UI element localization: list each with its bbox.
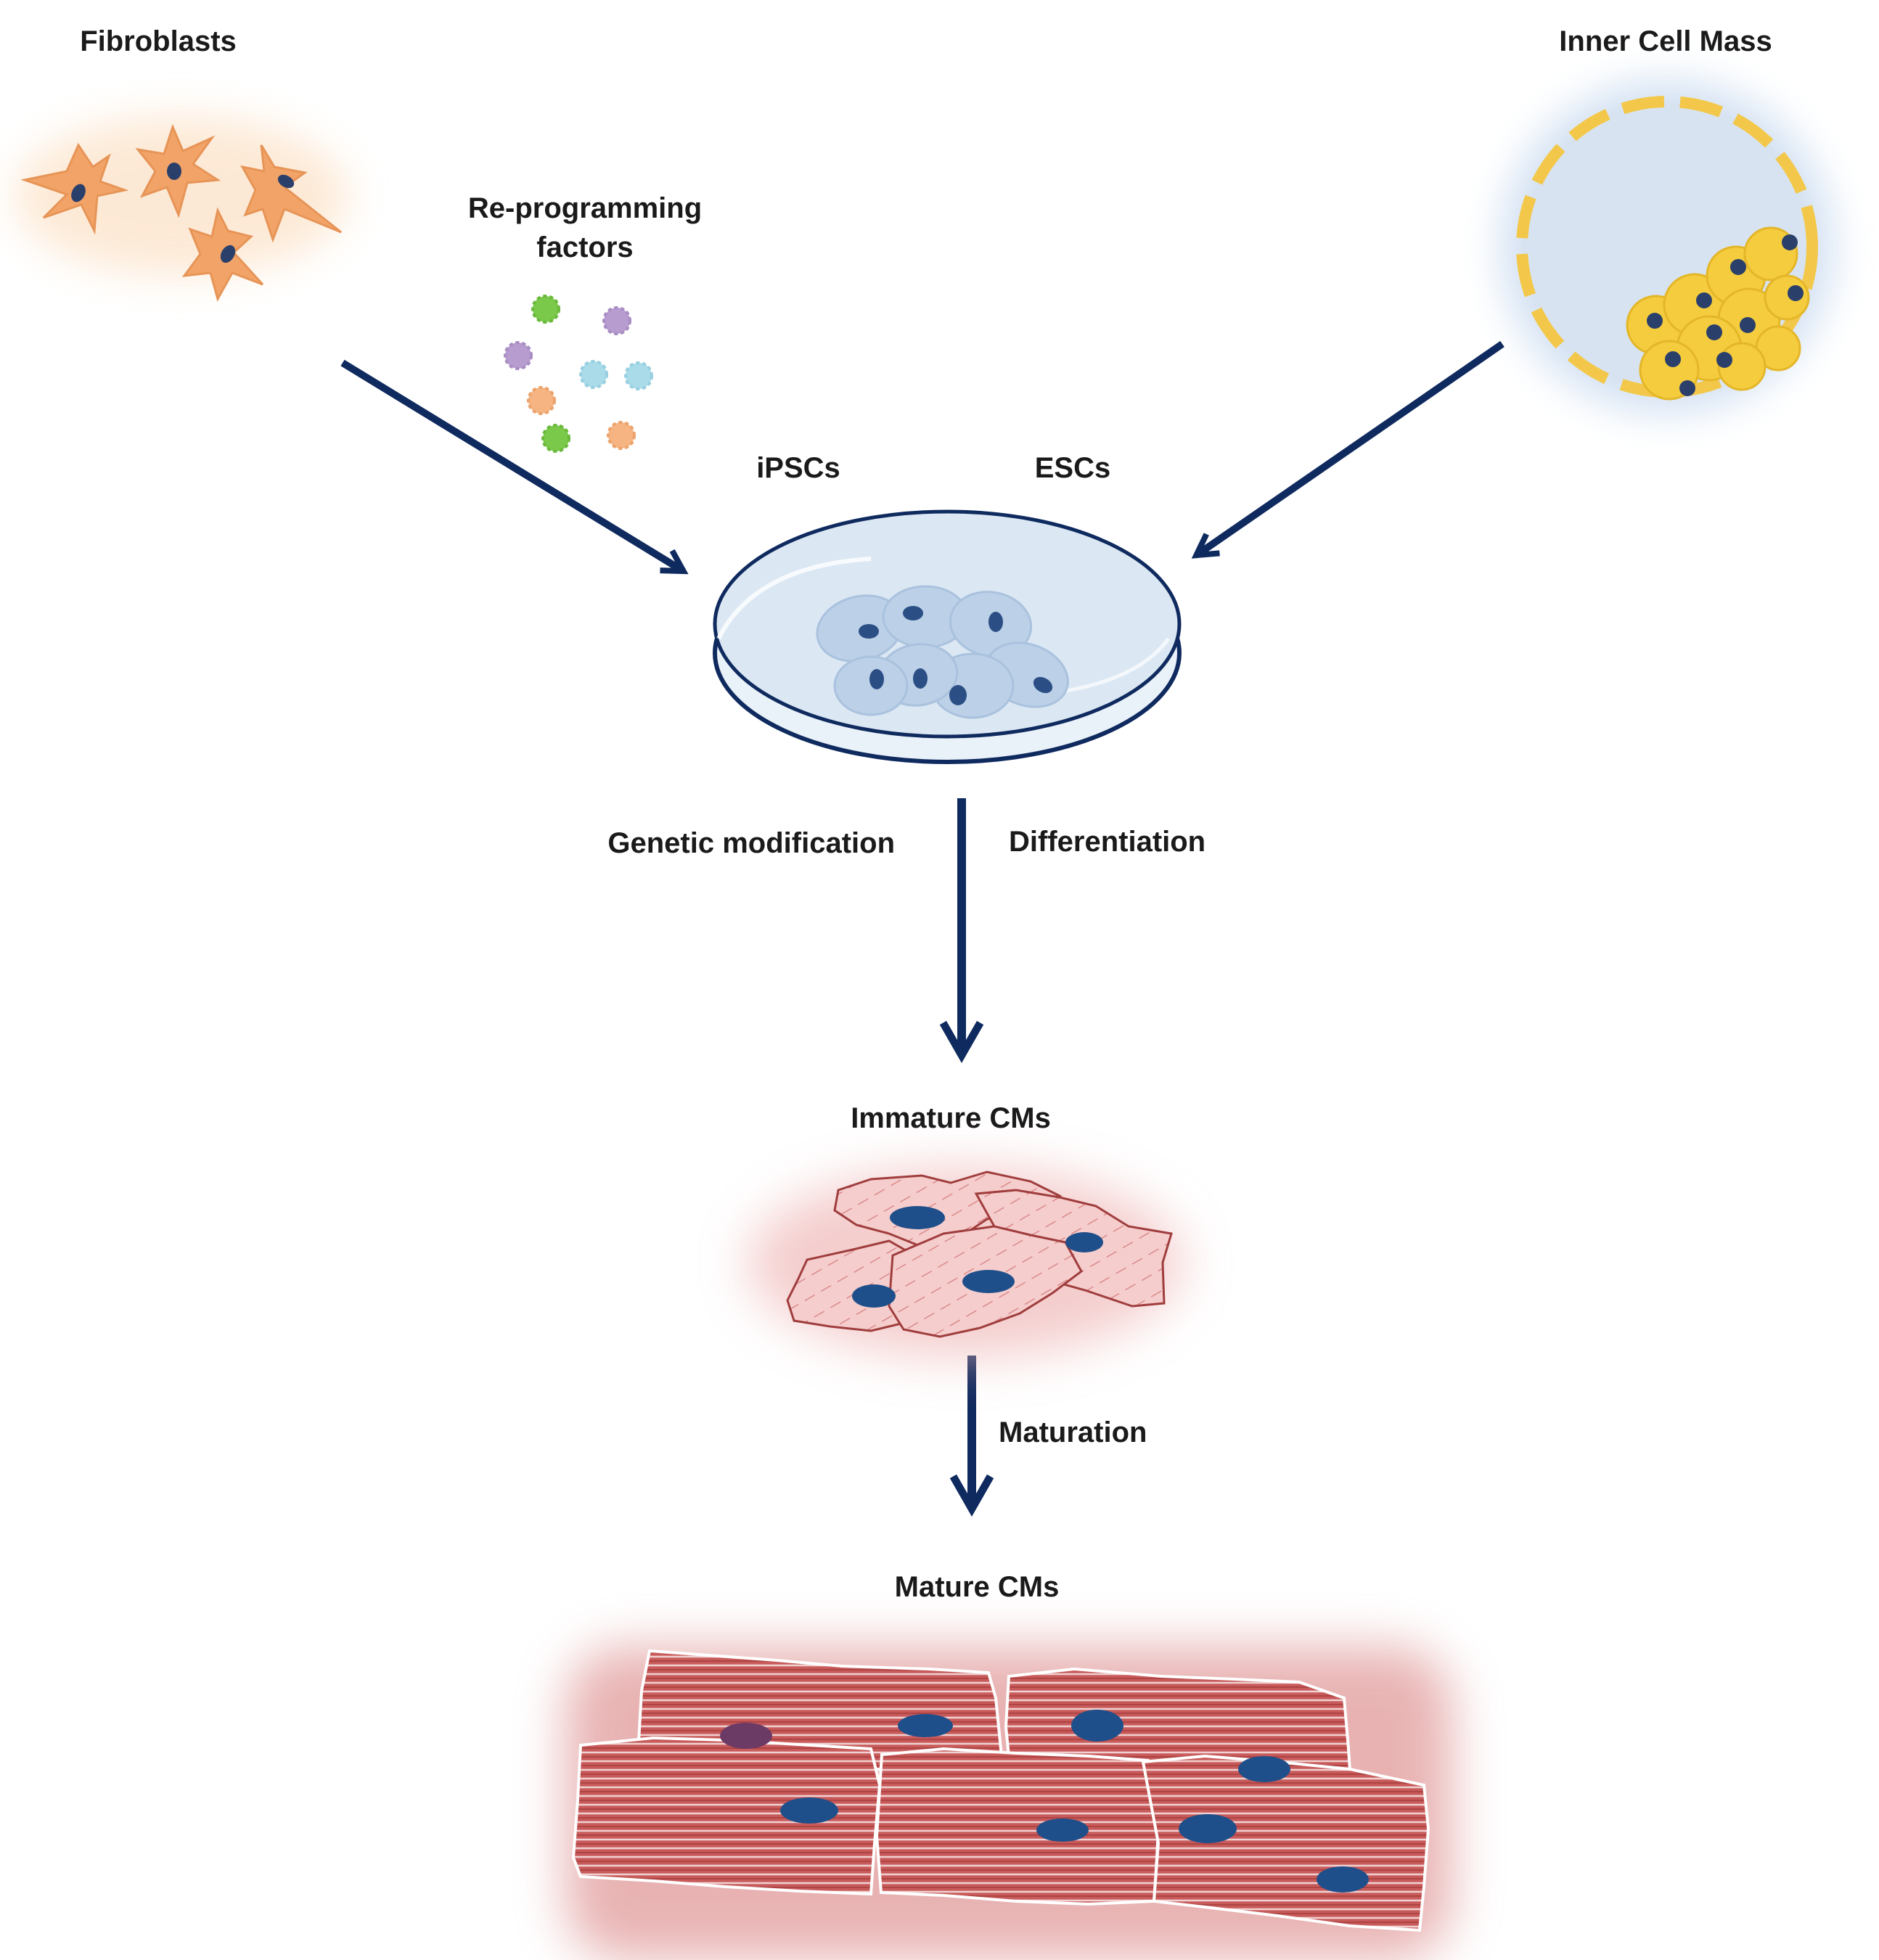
escs-label: ESCs — [1035, 452, 1111, 484]
maturation-label: Maturation — [999, 1416, 1147, 1448]
mature-cardiomyocytes-icon — [566, 1647, 1452, 1959]
arrow-icm-to-dish — [1198, 340, 1505, 554]
immature-cms-label: Immature CMs — [851, 1102, 1051, 1134]
reprogramming-label-line2: factors — [536, 231, 633, 263]
reprogramming-factors-icon — [504, 295, 653, 453]
fibroblast-cells-icon — [15, 116, 348, 302]
immature-cardiomyocytes-icon — [748, 1168, 1183, 1357]
arrow-fibroblasts-to-dish — [340, 359, 682, 570]
mature-cms-label: Mature CMs — [895, 1571, 1060, 1603]
fibroblasts-label: Fibroblasts — [80, 25, 237, 57]
blastocyst-icon — [1500, 80, 1834, 414]
differentiation-label: Differentiation — [1009, 826, 1205, 858]
ipscs-label: iPSCs — [756, 452, 840, 484]
genetic-modification-label: Genetic modification — [607, 827, 895, 859]
petri-dish-icon — [713, 509, 1182, 764]
inner-cell-mass-label: Inner Cell Mass — [1559, 25, 1772, 57]
reprogramming-label-line1: Re-programming — [468, 192, 702, 224]
